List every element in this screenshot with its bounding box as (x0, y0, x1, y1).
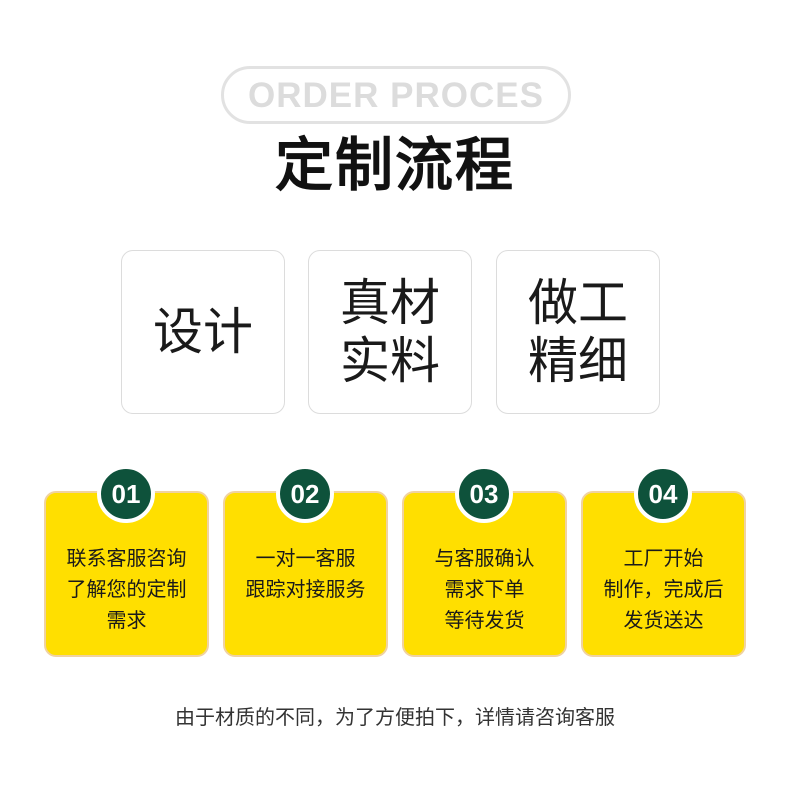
step-number: 02 (290, 479, 320, 509)
step-description: 联系客服咨询 了解您的定制 需求 (46, 543, 207, 636)
feature-card-materials: 真材 实料 (308, 250, 472, 414)
step-number-badge: 03 (455, 465, 513, 523)
page-title: 定制流程 (274, 131, 515, 199)
step-number: 03 (469, 479, 499, 509)
step-description: 与客服确认 需求下单 等待发货 (404, 543, 565, 636)
feature-card-workmanship: 做工 精细 (496, 250, 660, 414)
step-line: 需求下单 (444, 577, 525, 601)
step-box: 工厂开始 制作，完成后 发货送达 (581, 491, 746, 657)
footer-note: 由于材质的不同，为了方便拍下，详情请咨询客服 (175, 705, 615, 729)
header-pill: ORDER PROCES (221, 66, 571, 124)
feature-card-line: 真材 (340, 274, 440, 332)
step-line: 发货送达 (623, 608, 704, 632)
step-line: 工厂开始 (623, 546, 704, 570)
step-number-badge: 02 (276, 465, 334, 523)
step-number-badge: 01 (97, 465, 155, 523)
process-step-1: 联系客服咨询 了解您的定制 需求 01 (44, 465, 209, 657)
step-line: 一对一客服 (255, 546, 356, 570)
step-line: 需求 (106, 608, 147, 632)
step-number: 01 (111, 479, 141, 509)
step-line: 跟踪对接服务 (245, 577, 366, 601)
step-line: 联系客服咨询 (66, 546, 187, 570)
step-description: 一对一客服 跟踪对接服务 (225, 543, 386, 605)
step-line: 制作，完成后 (603, 577, 724, 601)
feature-card-line: 做工 (528, 274, 628, 332)
step-line: 了解您的定制 (66, 577, 187, 601)
process-step-3: 与客服确认 需求下单 等待发货 03 (402, 465, 567, 657)
process-step-2: 一对一客服 跟踪对接服务 02 (223, 465, 388, 657)
process-step-4: 工厂开始 制作，完成后 发货送达 04 (581, 465, 746, 657)
feature-card-design: 设计 (121, 250, 285, 414)
step-line: 等待发货 (444, 608, 525, 632)
step-number-badge: 04 (634, 465, 692, 523)
header-pill-text: ORDER PROCES (248, 75, 544, 115)
step-number: 04 (648, 479, 678, 509)
step-description: 工厂开始 制作，完成后 发货送达 (583, 543, 744, 636)
feature-card-line: 精细 (528, 332, 628, 390)
step-line: 与客服确认 (434, 546, 535, 570)
feature-card-line: 实料 (340, 332, 440, 390)
feature-card-line: 设计 (153, 303, 253, 361)
